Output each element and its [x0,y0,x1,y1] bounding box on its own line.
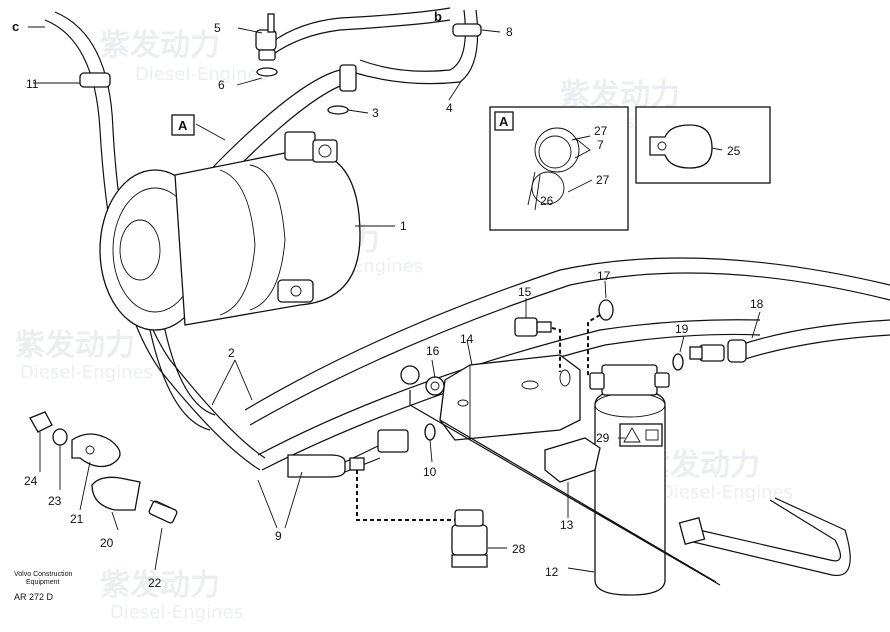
callout-1: 1 [400,219,407,233]
callout-22: 22 [148,576,162,590]
callout-27b: 27 [596,173,610,187]
watermark-en: Diesel-Engines [110,602,243,623]
callout-13: 13 [560,518,574,532]
callout-26: 26 [540,194,554,208]
callout-b: b [434,9,442,24]
detail-a-box-label: A [499,114,509,129]
watermark-cn: 紫发动力 [15,328,135,363]
callout-2: 2 [228,346,235,360]
callout-29: 29 [596,431,610,445]
detail-a-label: A [178,118,188,133]
company-line-2: Equipment [26,579,60,586]
receiver-drier [544,364,670,596]
detail-a-box [489,106,771,231]
callout-c: c [12,19,19,34]
callout-7: 7 [597,138,604,152]
line-2 [244,257,890,471]
callout-15: 15 [518,285,532,299]
footer: Volvo Construction Equipment AR 272 D [14,571,72,602]
callout-14: 14 [460,332,474,346]
fittings-top [255,13,357,115]
watermark-cn: 紫发动力 [100,28,220,63]
leader-lines [28,26,761,573]
callout-labels: c b 1 2 3 4 5 6 8 9 10 11 12 13 14 15 16… [12,9,764,590]
callout-10: 10 [423,465,437,479]
callout-27a: 27 [594,124,608,138]
compressor [99,131,361,331]
line-18 [672,319,890,371]
callout-18: 18 [750,297,764,311]
watermark-en: Diesel-Engines [20,362,153,383]
callout-5: 5 [214,21,221,35]
callout-8: 8 [506,25,513,39]
company-line-1: Volvo Construction [14,571,72,578]
watermark-en: Diesel-Engines [135,64,268,85]
callout-6: 6 [218,78,225,92]
callout-9: 9 [275,529,282,543]
line-10-switch [287,423,488,568]
callout-4: 4 [446,101,453,115]
callout-17: 17 [597,269,611,283]
clamp-parts [29,411,178,524]
callout-12: 12 [545,565,559,579]
callout-16: 16 [426,344,440,358]
hose-b [271,7,482,85]
callout-28: 28 [512,542,526,556]
callout-21: 21 [70,512,84,526]
u-bolt [409,390,851,586]
callout-11: 11 [26,77,39,91]
reference-code: AR 272 D [14,592,54,602]
callout-23: 23 [48,494,62,508]
bracket [400,299,614,441]
callout-20: 20 [100,536,114,550]
watermark-cn: 紫发动力 [100,568,220,603]
watermark-en: Diesel-Engines [660,482,793,503]
callout-3: 3 [372,106,379,120]
detail-a-marker [171,114,195,136]
callout-25: 25 [727,144,741,158]
callout-24: 24 [24,474,38,488]
callout-19: 19 [675,322,689,336]
